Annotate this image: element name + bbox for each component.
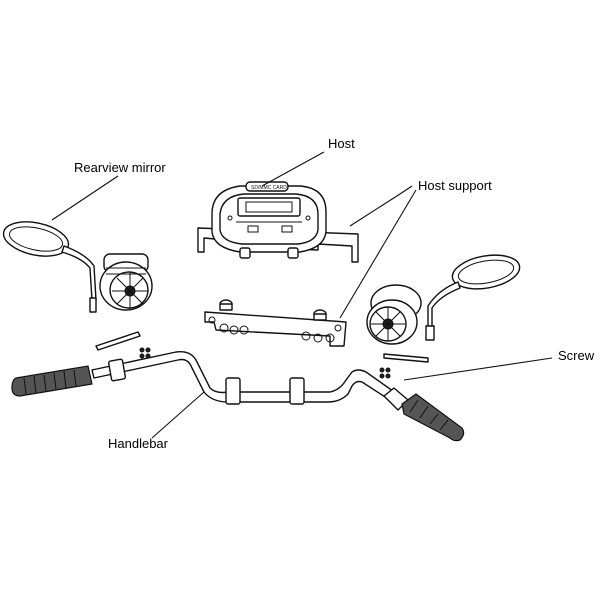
host-support-leader-lower	[339, 189, 417, 319]
right-rearview-mirror	[425, 254, 521, 341]
left-rearview-mirror	[2, 221, 97, 313]
leader-lines	[51, 151, 553, 439]
handlebar	[11, 350, 465, 442]
host-unit: SD/MMC CARD	[211, 181, 327, 259]
label-host-support: Host support	[418, 178, 492, 193]
rearview-mirror-leader-line	[51, 175, 119, 221]
left-speaker	[99, 253, 153, 311]
screw-parts	[95, 331, 429, 379]
screw-leader-line	[403, 357, 553, 381]
host-support-plate	[204, 299, 347, 347]
label-rearview-mirror: Rearview mirror	[74, 160, 166, 175]
label-screw: Screw	[558, 348, 595, 363]
label-handlebar: Handlebar	[108, 436, 168, 451]
right-speaker	[366, 284, 422, 345]
card-slot-label: SD/MMC CARD	[251, 185, 287, 191]
label-host: Host	[328, 136, 355, 151]
handlebar-leader-line	[151, 391, 205, 439]
host-support-leader-upper	[349, 185, 413, 227]
host-leader-line	[261, 151, 325, 187]
